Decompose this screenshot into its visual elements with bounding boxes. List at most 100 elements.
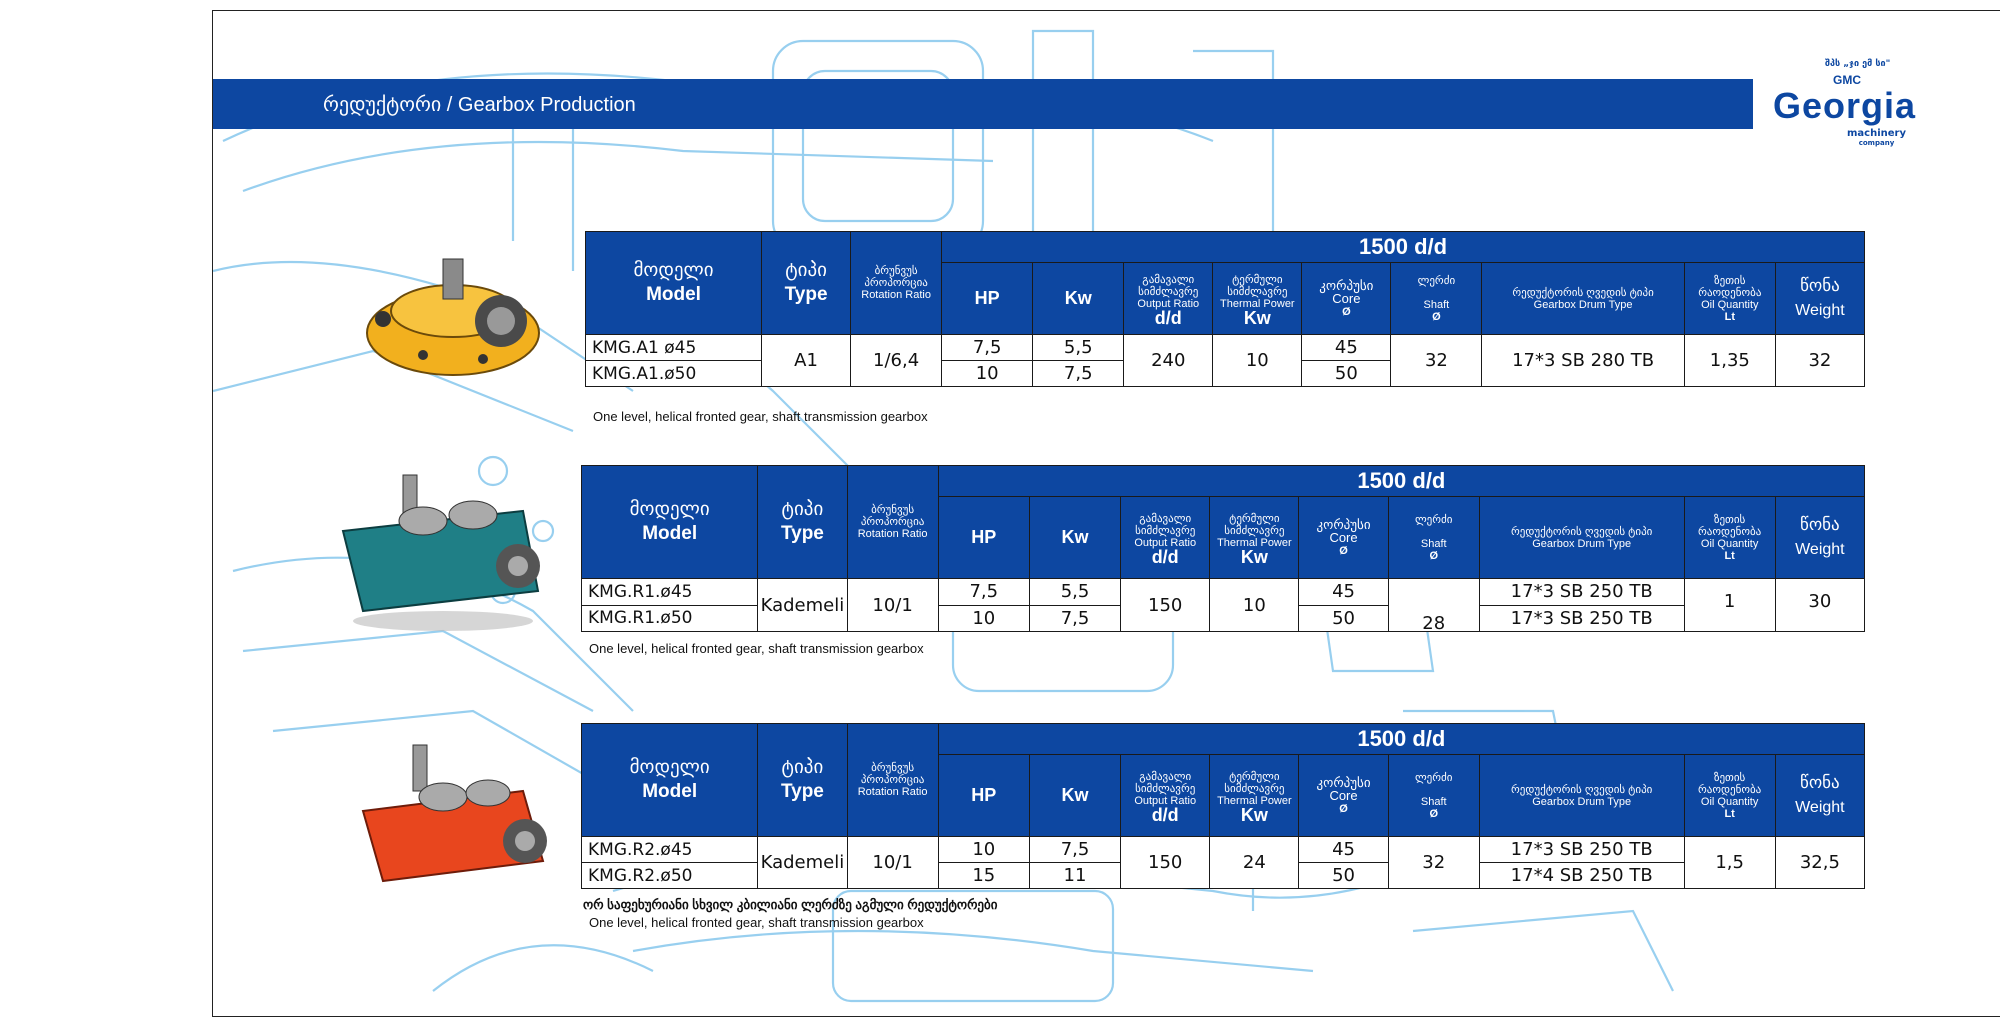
header-ratio-geo: ბრუნვუს პროპორცია: [860, 762, 925, 786]
header-shaft-unit: Ø: [1432, 310, 1441, 323]
core-cell: 50: [1298, 862, 1389, 889]
header-model-geo: მოდელი: [629, 499, 710, 520]
header-core-geo: კორპუსი: [1319, 277, 1374, 293]
header-output-unit: d/d: [1151, 546, 1179, 567]
header-type-geo: ტიპი: [785, 260, 827, 281]
header-drum-geo: რედუქტორის ღვედის ტიპი: [1512, 286, 1654, 299]
header-shaft-geo: ლერძი: [1414, 513, 1453, 526]
header-oil-en: Oil Quantity: [1701, 298, 1759, 311]
logo-sub-machinery: machinery: [1847, 128, 1906, 139]
header-drum-en: Gearbox Drum Type: [1533, 298, 1633, 311]
header-model-geo: მოდელი: [633, 260, 714, 281]
header-thermal-unit: Kw: [1243, 307, 1271, 328]
drum-cell: 17*3 SB 250 TB: [1478, 836, 1685, 863]
drum-cell: 17*3 SB 280 TB: [1481, 334, 1685, 387]
header-core-en: Core: [1332, 290, 1361, 306]
oil-cell: 1: [1683, 578, 1776, 632]
kw-cell: 5,5: [1032, 334, 1125, 361]
header-drum-en: Gearbox Drum Type: [1532, 537, 1632, 550]
header-ratio-en: Rotation Ratio: [857, 786, 928, 798]
gearbox-image-a1: [366, 258, 540, 376]
table-row-model: KMG.R2.ø45: [580, 836, 759, 863]
header-drum-geo: რედუქტორის ღვედის ტიპი: [1511, 783, 1653, 796]
header-output-geo: გამავალი სიმძლავრე: [1135, 512, 1196, 537]
weight-cell: 32: [1774, 334, 1866, 387]
kw-cell: 7,5: [1032, 360, 1125, 387]
header-core-unit: Ø: [1342, 305, 1351, 318]
drum-cell: 17*3 SB 250 TB: [1478, 578, 1685, 606]
header-output-en: Output Ratio: [1134, 536, 1197, 549]
thermal-cell: 24: [1209, 836, 1300, 889]
header-core-en: Core: [1329, 529, 1358, 545]
header-core-unit: Ø: [1339, 802, 1348, 815]
company-logo: შპს „ჯი ემ სი" GMC Georgia machinery com…: [1773, 59, 1973, 149]
header-shaft-en: Shaft: [1420, 537, 1447, 550]
header-shaft-geo: ლერძი: [1417, 274, 1456, 287]
drum-cell: 17*4 SB 250 TB: [1478, 862, 1685, 889]
shaft-cell: 32: [1390, 334, 1483, 387]
hp-cell: 15: [937, 862, 1030, 889]
header-shaft-geo: ლერძი: [1414, 771, 1453, 784]
header-output-unit: d/d: [1151, 804, 1179, 825]
core-cell: 45: [1298, 578, 1389, 606]
header-thermal-en: Thermal Power: [1217, 536, 1292, 549]
output-cell: 150: [1120, 578, 1211, 632]
ratio-cell: 10/1: [846, 578, 939, 632]
header-kw: Kw: [1028, 496, 1122, 579]
page-title: რედუქტორი / Gearbox Production: [323, 93, 636, 116]
header-weight-geo: წონა: [1800, 515, 1840, 534]
hp-cell: 10: [937, 836, 1030, 863]
header-ratio-en: Rotation Ratio: [861, 289, 931, 301]
logo-brand: Georgia: [1773, 85, 1917, 126]
header-thermal-geo: ტერმული სიმძლავრე: [1224, 512, 1285, 537]
hp-cell: 10: [941, 360, 1034, 387]
header-oil-unit: Lt: [1724, 549, 1735, 562]
hp-cell: 10: [937, 604, 1030, 632]
header-drum-en: Gearbox Drum Type: [1532, 795, 1632, 808]
kw-cell: 7,5: [1028, 604, 1122, 632]
header-oil-unit: Lt: [1724, 807, 1735, 820]
hp-cell: 7,5: [937, 578, 1030, 606]
header-hp: HP: [937, 754, 1030, 837]
logo-sub-company: company: [1858, 139, 1895, 147]
core-cell: 45: [1301, 334, 1392, 361]
header-shaft-en: Shaft: [1423, 298, 1450, 311]
header-oil-geo: ზეთის რაოდენობა: [1698, 513, 1762, 538]
note-block-2: One level, helical fronted gear, shaft t…: [589, 641, 924, 656]
table-row-model: KMG.A1 ø45: [584, 334, 763, 361]
shaft-value: 28: [1389, 607, 1479, 631]
header-oil-en: Oil Quantity: [1700, 537, 1759, 550]
header-output-en: Output Ratio: [1137, 297, 1200, 310]
hp-cell: 7,5: [941, 334, 1034, 361]
header-weight-en: Weight: [1795, 541, 1845, 558]
output-cell: 150: [1120, 836, 1211, 889]
header-shaft-en: Shaft: [1420, 795, 1447, 808]
type-cell: Kademeli: [757, 578, 848, 632]
header-ratio-en: Rotation Ratio: [857, 528, 928, 540]
oil-cell: 1,5: [1683, 836, 1776, 889]
oil-cell: 1,35: [1683, 334, 1776, 387]
output-cell: 240: [1123, 334, 1214, 387]
header-shaft-unit: Ø: [1429, 807, 1438, 820]
header-model-en: Model: [646, 284, 701, 305]
header-oil-en: Oil Quantity: [1700, 795, 1759, 808]
drum-cell: 17*3 SB 250 TB: [1478, 604, 1685, 632]
